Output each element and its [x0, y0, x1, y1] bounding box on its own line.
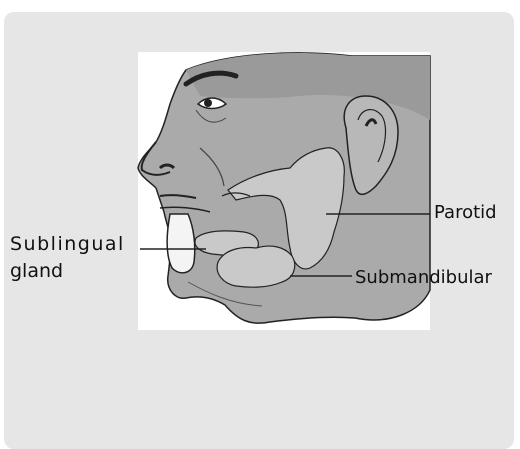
- tongue-cutaway: [167, 214, 195, 273]
- submandibular-gland: [217, 246, 295, 287]
- submandibular-label: Submandibular: [355, 269, 492, 287]
- sublingual-label-line2: gland: [10, 262, 63, 281]
- sublingual-label-line1: Sublingual: [10, 235, 125, 254]
- parotid-label: Parotid: [434, 204, 497, 222]
